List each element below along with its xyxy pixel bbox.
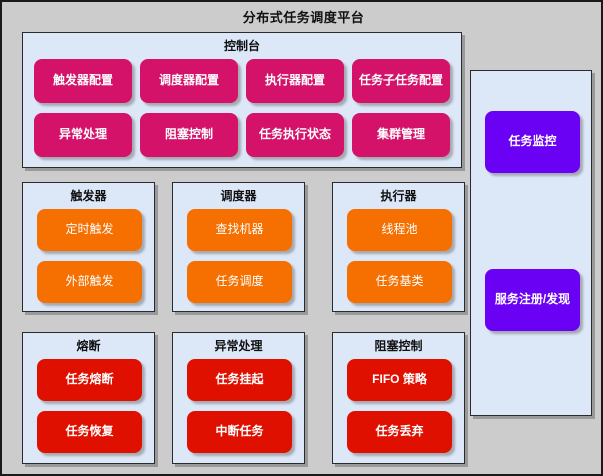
group-exception-title: 异常处理 — [214, 339, 263, 353]
group-blocking-button-fifo-policy[interactable]: FIFO 策略 — [347, 359, 452, 401]
group-scheduler-button-find-machine[interactable]: 查找机器 — [187, 209, 292, 251]
group-executor-button-task-base[interactable]: 任务基类 — [347, 261, 452, 303]
console-button-subtask-config[interactable]: 任务子任务配置 — [352, 59, 450, 103]
group-exception: 异常处理 任务挂起 中断任务 — [172, 332, 305, 464]
group-scheduler-button-task-dispatch[interactable]: 任务调度 — [187, 261, 292, 303]
console-button-cluster-manage[interactable]: 集群管理 — [352, 113, 450, 157]
console-button-grid: 触发器配置 调度器配置 执行器配置 任务子任务配置 异常处理 阻塞控制 任务执行… — [34, 59, 452, 157]
page-title: 分布式任务调度平台 — [242, 10, 365, 25]
side-panel: 任务监控 服务注册/发现 — [470, 70, 592, 416]
group-fuse-button-task-fuse[interactable]: 任务熔断 — [37, 359, 142, 401]
group-scheduler-title: 调度器 — [220, 189, 257, 203]
console-button-executor-config[interactable]: 执行器配置 — [246, 59, 344, 103]
group-trigger-title: 触发器 — [70, 189, 107, 203]
group-trigger-button-timed[interactable]: 定时触发 — [37, 209, 142, 251]
group-executor-title: 执行器 — [380, 189, 417, 203]
group-fuse-button-task-recover[interactable]: 任务恢复 — [37, 411, 142, 453]
group-scheduler-items: 查找机器 任务调度 — [187, 209, 292, 303]
console-button-blocking-control[interactable]: 阻塞控制 — [140, 113, 238, 157]
group-fuse-title: 熔断 — [76, 339, 101, 353]
group-blocking-items: FIFO 策略 任务丢弃 — [347, 359, 452, 453]
group-blocking-title: 阻塞控制 — [374, 339, 423, 353]
group-blocking-button-task-discard[interactable]: 任务丢弃 — [347, 411, 452, 453]
console-button-trigger-config[interactable]: 触发器配置 — [34, 59, 132, 103]
group-trigger-button-external[interactable]: 外部触发 — [37, 261, 142, 303]
console-button-scheduler-config[interactable]: 调度器配置 — [140, 59, 238, 103]
group-executor-button-thread-pool[interactable]: 线程池 — [347, 209, 452, 251]
group-scheduler: 调度器 查找机器 任务调度 — [172, 182, 305, 312]
group-trigger: 触发器 定时触发 外部触发 — [22, 182, 155, 312]
side-button-service-registry[interactable]: 服务注册/发现 — [485, 269, 580, 331]
console-panel-title: 控制台 — [223, 39, 260, 53]
console-button-task-status[interactable]: 任务执行状态 — [246, 113, 344, 157]
console-button-exception-handling[interactable]: 异常处理 — [34, 113, 132, 157]
group-exception-items: 任务挂起 中断任务 — [187, 359, 292, 453]
group-exception-button-task-suspend[interactable]: 任务挂起 — [187, 359, 292, 401]
side-button-task-monitor[interactable]: 任务监控 — [485, 111, 580, 173]
group-executor: 执行器 线程池 任务基类 — [332, 182, 465, 312]
group-blocking: 阻塞控制 FIFO 策略 任务丢弃 — [332, 332, 465, 464]
group-fuse: 熔断 任务熔断 任务恢复 — [22, 332, 155, 464]
group-exception-button-task-interrupt[interactable]: 中断任务 — [187, 411, 292, 453]
group-fuse-items: 任务熔断 任务恢复 — [37, 359, 142, 453]
group-executor-items: 线程池 任务基类 — [347, 209, 452, 303]
group-trigger-items: 定时触发 外部触发 — [37, 209, 142, 303]
console-panel: 控制台 触发器配置 调度器配置 执行器配置 任务子任务配置 异常处理 阻塞控制 … — [22, 32, 462, 168]
